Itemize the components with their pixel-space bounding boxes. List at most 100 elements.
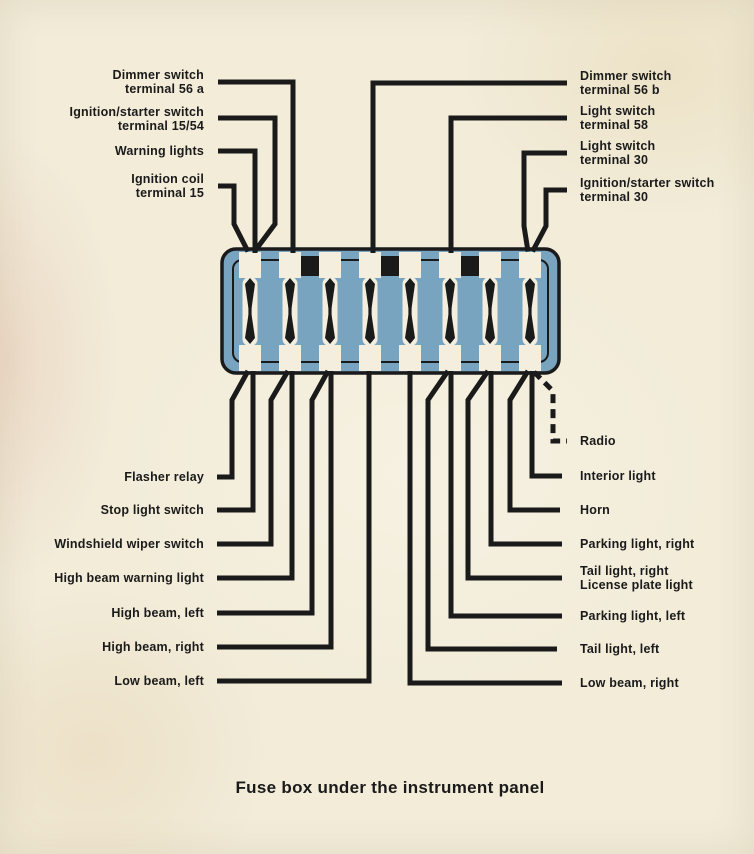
label-tail-light-right-license-plate: Tail light, right License plate light — [580, 564, 693, 592]
terminal-bottom — [439, 345, 461, 371]
fuse-element-wire — [328, 306, 332, 318]
fuse-5 — [399, 252, 421, 371]
fuse-element-top — [445, 278, 455, 308]
terminal-top — [359, 252, 381, 278]
label-ignition-coil-15: Ignition coil terminal 15 — [131, 172, 204, 200]
label-stop-light-switch: Stop light switch — [100, 503, 204, 517]
wire-light-switch-58 — [448, 115, 567, 253]
fuse-element-bottom — [485, 315, 495, 344]
terminal-bottom — [479, 345, 501, 371]
fuse-element-top — [245, 278, 255, 308]
wire-high-beam-right — [217, 371, 334, 650]
fuse-element-bottom — [245, 315, 255, 344]
fuse-element-wire — [248, 306, 252, 318]
fuse-element-top — [485, 278, 495, 308]
fuses — [239, 252, 541, 371]
fuse-element-bottom — [325, 315, 335, 344]
label-dimmer-switch-56b: Dimmer switch terminal 56 b — [580, 69, 672, 97]
label-parking-light-left: Parking light, left — [580, 609, 686, 623]
terminal-top — [479, 252, 501, 278]
wire-stop-light-switch — [217, 371, 256, 513]
terminal-bottom — [519, 345, 541, 371]
wire-dimmer-switch-56b — [370, 80, 567, 253]
wire-tail-light-left — [425, 369, 557, 652]
fuse-element-bottom — [365, 315, 375, 344]
label-light-switch-30: Light switch terminal 30 — [580, 139, 656, 167]
terminal-bottom — [359, 345, 381, 371]
fuse-element-bottom — [285, 315, 295, 344]
wire-ignition-starter-30 — [530, 187, 567, 253]
terminal-top — [439, 252, 461, 278]
wire-low-beam-left — [217, 371, 372, 684]
wire-light-switch-30 — [521, 150, 567, 252]
fuse-1 — [239, 252, 261, 371]
terminal-top — [279, 252, 301, 278]
fuse-element-wire — [368, 306, 372, 318]
label-low-beam-left: Low beam, left — [114, 674, 204, 688]
fuse-element-top — [325, 278, 335, 308]
wire-warning-lights — [218, 148, 258, 253]
terminal-top — [399, 252, 421, 278]
wire-ignition-coil-15 — [218, 183, 251, 253]
fuse-element-top — [405, 278, 415, 308]
label-radio: Radio — [580, 434, 616, 448]
fuse-7 — [479, 252, 501, 371]
fuse-element-bottom — [405, 315, 415, 344]
fuse-element-bottom — [445, 315, 455, 344]
fuse-element-top — [525, 278, 535, 308]
wire-dimmer-switch-56a — [218, 79, 296, 253]
wire-low-beam-right — [407, 371, 562, 686]
label-windshield-wiper-switch: Windshield wiper switch — [54, 537, 204, 551]
label-tail-light-left: Tail light, left — [580, 642, 660, 656]
label-interior-light: Interior light — [580, 469, 656, 483]
label-horn: Horn — [580, 503, 610, 517]
fuse-3 — [319, 252, 341, 371]
bus-bars — [300, 256, 480, 276]
terminal-bottom — [239, 345, 261, 371]
fuse-element-top — [285, 278, 295, 308]
fuse-box-body — [220, 247, 561, 375]
fuse-element-wire — [448, 306, 452, 318]
label-high-beam-warning-light: High beam warning light — [54, 571, 204, 585]
label-high-beam-right: High beam, right — [102, 640, 204, 654]
wire-high-beam-warning-light — [217, 371, 295, 581]
wire-high-beam-left — [217, 369, 331, 616]
fuse-element-wire — [288, 306, 292, 318]
fuse-element-wire — [408, 306, 412, 318]
terminal-top — [239, 252, 261, 278]
wire-interior-light — [529, 371, 562, 479]
fuse-2 — [279, 252, 301, 371]
fuse-element-wire — [528, 306, 532, 318]
wire-windshield-wiper-switch — [217, 369, 291, 547]
wire-radio-dashed — [532, 370, 567, 444]
label-dimmer-switch-56a: Dimmer switch terminal 56 a — [112, 68, 204, 96]
wires-top-left — [218, 79, 296, 253]
terminal-top — [519, 252, 541, 278]
label-light-switch-58: Light switch terminal 58 — [580, 104, 656, 132]
terminal-bottom — [279, 345, 301, 371]
bus-bar-4-5 — [380, 256, 400, 276]
wire-parking-light-left — [448, 371, 562, 619]
wire-parking-light-right — [488, 371, 562, 547]
label-flasher-relay: Flasher relay — [124, 470, 204, 484]
fuse-element-wire — [488, 306, 492, 318]
fuse-8 — [519, 252, 541, 371]
wire-ignition-starter-15-54 — [218, 115, 278, 253]
terminal-top — [319, 252, 341, 278]
wires-bottom-left — [217, 369, 372, 684]
wires-top-right — [370, 80, 567, 253]
figure-caption: Fuse box under the instrument panel — [235, 778, 545, 797]
wire-tail-light-right — [465, 369, 562, 581]
fuse-element-top — [365, 278, 375, 308]
fuse-4 — [359, 252, 381, 371]
label-high-beam-left: High beam, left — [111, 606, 204, 620]
fuse-element-bottom — [525, 315, 535, 344]
label-warning-lights: Warning lights — [114, 144, 204, 158]
wire-horn — [507, 369, 560, 513]
label-low-beam-right: Low beam, right — [580, 676, 679, 690]
fuse-6 — [439, 252, 461, 371]
bus-bar-6-7 — [460, 256, 480, 276]
label-ignition-starter-30: Ignition/starter switch terminal 30 — [580, 176, 715, 204]
